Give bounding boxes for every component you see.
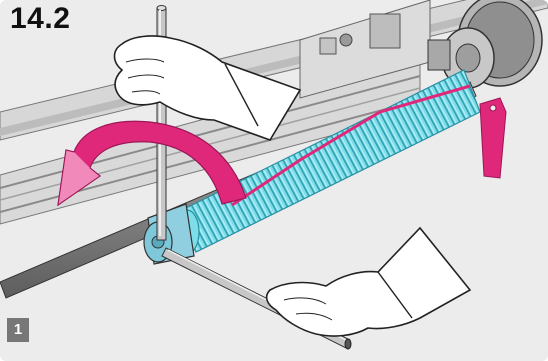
right-hand [267, 228, 470, 336]
step-title: 14.2 [10, 2, 70, 36]
sub-step-badge: 1 [7, 318, 29, 342]
warning-tag [480, 98, 506, 178]
